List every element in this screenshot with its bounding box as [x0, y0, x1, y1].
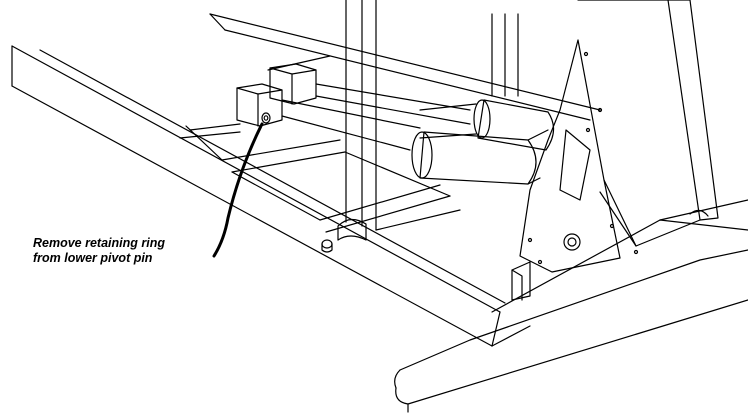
lower-cylinder: [411, 129, 549, 185]
mounting-block-left: [236, 83, 283, 127]
rail-bolt: [321, 239, 333, 253]
upper-cylinder: [419, 99, 555, 151]
vertical-post-right: [491, 13, 519, 97]
callout-label: Remove retaining ring from lower pivot p…: [33, 236, 165, 266]
base-floor-lines: [185, 125, 461, 231]
lower-pivot-pin: [261, 112, 271, 124]
side-bracket-plate: [511, 39, 621, 301]
cross-member: [179, 123, 451, 233]
lift-arm: [281, 83, 471, 151]
callout-leader-line: [212, 122, 264, 258]
left-frame-rail: [11, 45, 506, 347]
callout-line-1: Remove retaining ring: [33, 236, 165, 250]
vertical-post-left: [337, 0, 377, 241]
mounting-block-right: [269, 63, 317, 105]
base-foot: [394, 199, 748, 413]
rear-frame-rails: [209, 13, 601, 121]
callout-line-2: from lower pivot pin: [33, 251, 153, 265]
upright-panel: [577, 0, 719, 255]
